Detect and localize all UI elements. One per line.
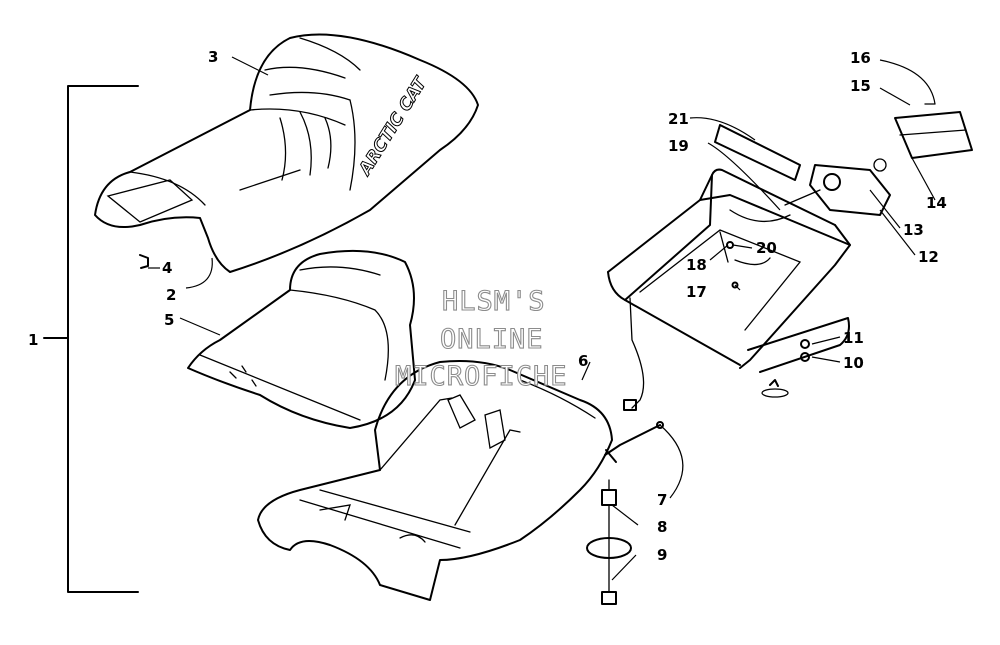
callout-1: 1 — [28, 331, 38, 349]
callout-21: 21 — [668, 110, 689, 128]
callout-16: 16 — [850, 49, 871, 67]
seat-base — [257, 360, 613, 601]
watermark-line-3: MICROFICHE — [395, 361, 568, 392]
watermark: HLSM'S ONLINE MICROFICHE — [394, 285, 568, 392]
callout-20: 20 — [756, 239, 777, 257]
callout-10: 10 — [843, 354, 864, 372]
callout-2: 2 — [166, 286, 176, 304]
callout-19: 19 — [668, 137, 689, 155]
seat-logo: ARCTIC CAT — [354, 73, 431, 180]
callout-3: 3 — [208, 48, 218, 66]
callout-15: 15 — [850, 77, 871, 95]
watermark-line-2: ONLINE — [440, 324, 544, 355]
rear-rack-assembly — [607, 103, 973, 411]
callout-11: 11 — [843, 329, 864, 347]
callout-5: 5 — [164, 311, 174, 329]
callout-18: 18 — [686, 256, 707, 274]
watermark-line-1: HLSM'S — [442, 286, 546, 317]
callout-8: 8 — [657, 518, 667, 536]
assembly-bracket — [43, 85, 139, 593]
callout-7: 7 — [657, 491, 667, 509]
callout-9: 9 — [657, 546, 667, 564]
latch-hardware — [586, 421, 664, 605]
leader-lines — [148, 56, 936, 581]
callout-17: 17 — [686, 283, 707, 301]
callout-labels: 1 2 3 4 5 6 7 8 9 10 11 12 13 14 15 16 1… — [28, 48, 947, 564]
callout-12: 12 — [918, 248, 939, 266]
callout-4: 4 — [162, 259, 172, 277]
callout-14: 14 — [926, 194, 947, 212]
seat-foam — [187, 249, 416, 429]
callout-13: 13 — [903, 221, 924, 239]
seat-cover: ARCTIC CAT — [94, 33, 479, 273]
seat-clip — [139, 254, 149, 269]
callout-6: 6 — [578, 352, 588, 370]
